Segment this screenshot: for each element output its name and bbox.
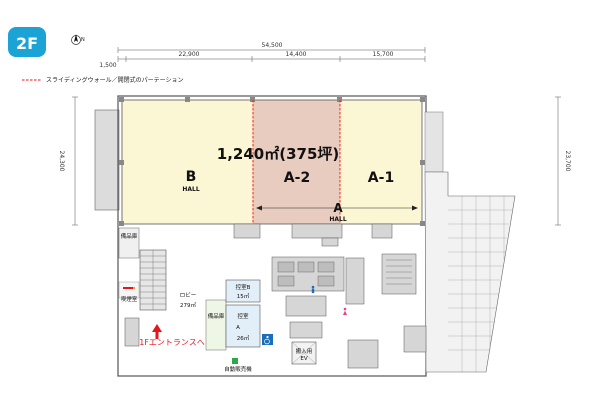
female-toilet-icon xyxy=(343,307,347,315)
lower-right-room xyxy=(347,339,379,369)
dim-segment-3: 14,400 xyxy=(286,51,307,58)
stairs xyxy=(139,249,167,311)
hall-a2-area xyxy=(253,100,340,224)
cargo-ev-cross-2 xyxy=(291,341,317,365)
north-arrow-icon xyxy=(71,34,81,45)
cargo-ev-label-1: 搬入用 xyxy=(296,347,313,355)
dim-segment-4: 15,700 xyxy=(373,51,394,58)
right-wing xyxy=(381,171,516,373)
hall-service-fixtures xyxy=(233,223,393,247)
dim-left-height: 24,300 xyxy=(58,151,65,172)
hall-area-label: 1,240㎡(375坪) xyxy=(217,145,339,163)
hall-a2-label: A-2 xyxy=(284,170,310,186)
hall-a-sub: HALL xyxy=(329,216,346,223)
floor-badge xyxy=(8,27,46,57)
hall-b-label: B xyxy=(186,169,197,185)
floor-badge-text: 2F xyxy=(16,34,38,53)
waiting-room-a-area: 26㎡ xyxy=(237,334,250,342)
dim-right-height: 23,700 xyxy=(564,151,571,172)
waiting-room-b-area: 15㎡ xyxy=(237,292,250,300)
hall-a1-label: A-1 xyxy=(368,170,394,186)
dimension-lines xyxy=(72,47,561,226)
waiting-room-a-label-1: 控室 xyxy=(237,312,249,320)
dim-total-width: 54,500 xyxy=(262,42,283,49)
columns xyxy=(119,97,425,226)
lower-left-room xyxy=(124,317,140,347)
cargo-ev-label-2: EV xyxy=(300,356,307,362)
waiting-room-b xyxy=(225,279,261,303)
storage-top-room xyxy=(118,227,140,259)
lobby-label: ロビー xyxy=(180,291,197,299)
service-core xyxy=(271,256,365,339)
hall-a1-area xyxy=(340,100,422,224)
waiting-room-b-label: 控室B xyxy=(236,283,251,291)
smoking-icon xyxy=(123,287,135,289)
male-toilet-icon xyxy=(311,285,315,294)
storage-mid-label: 備品庫 xyxy=(208,312,225,320)
storage-top-label: 備品庫 xyxy=(121,232,138,240)
vending-label: 自動販売機 xyxy=(224,365,252,373)
waiting-room-a xyxy=(225,304,261,348)
hall-b-sub: HALL xyxy=(182,186,199,193)
legend-text: スライディングウォール／開閉式のパーテーション xyxy=(46,76,183,84)
lobby-area: 279㎡ xyxy=(180,301,196,309)
north-label: N xyxy=(81,37,85,43)
entrance-label: 1Fエントランスへ xyxy=(139,338,205,347)
entrance-arrow-icon xyxy=(152,324,162,339)
vending-machine-icon xyxy=(232,358,238,364)
smoking-room-label: 喫煙室 xyxy=(121,295,138,303)
hall-b-area xyxy=(122,100,253,224)
wheelchair-icon xyxy=(262,334,273,345)
storage-mid-room xyxy=(205,299,227,351)
smoking-room xyxy=(118,281,140,299)
building-outline xyxy=(94,95,444,377)
hall-a-span-arrow xyxy=(256,205,418,211)
waiting-room-a-label-2: A xyxy=(236,325,240,331)
dim-segment-1: 1,500 xyxy=(99,62,116,69)
dim-segment-2: 22,900 xyxy=(179,51,200,58)
